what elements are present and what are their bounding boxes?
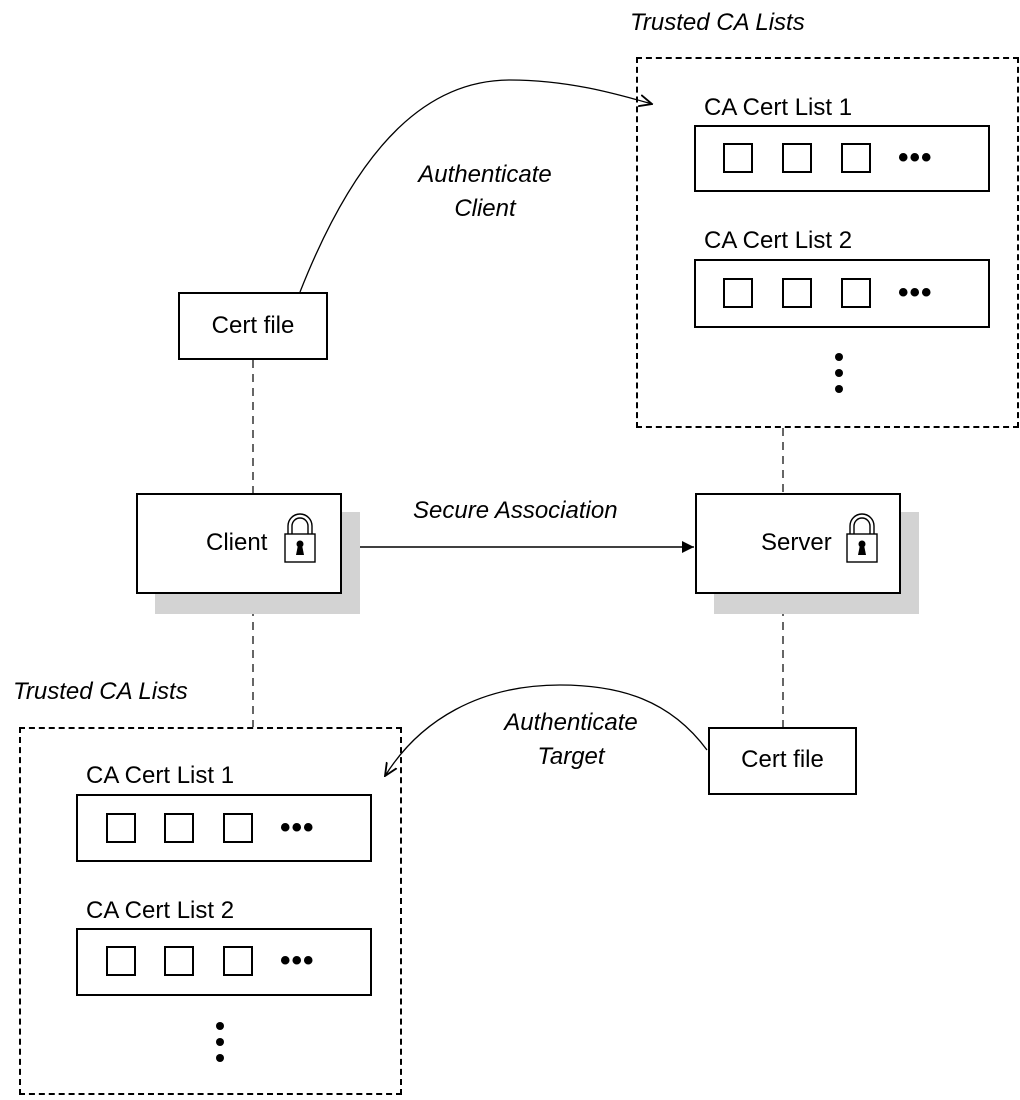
certificate-icon: [223, 946, 253, 976]
certificate-icon: [841, 278, 871, 308]
client-ca-cert-list-1-label: CA Cert List 1: [86, 762, 235, 789]
certificate-icon: [164, 946, 194, 976]
authenticate-target-arc: [385, 684, 708, 776]
vertical-ellipsis-icon: [835, 353, 843, 393]
certificate-icon: [723, 278, 753, 308]
authenticate-target-label: Authenticate Target: [486, 706, 656, 774]
client-trusted-ca-container: [19, 727, 402, 1095]
client-ca-cert-list-2-label: CA Cert List 2: [86, 897, 235, 924]
server-list-2-ellipsis: •••: [898, 276, 933, 309]
authenticate-client-line2: Client: [454, 195, 516, 222]
lock-icon: [846, 513, 878, 563]
authenticate-client-label: Authenticate Client: [400, 158, 570, 226]
certificate-icon: [841, 143, 871, 173]
lock-icon: [284, 513, 316, 563]
authenticate-target-line2: Target: [537, 743, 605, 770]
server-ca-cert-list-2-label: CA Cert List 2: [704, 227, 853, 254]
server-trusted-ca-container: [636, 57, 1019, 428]
authenticate-client-arc: [299, 79, 652, 293]
certificate-icon: [223, 813, 253, 843]
certificate-icon: [782, 278, 812, 308]
certificate-icon: [164, 813, 194, 843]
server-list-1-ellipsis: •••: [898, 141, 933, 174]
client-label: Client: [206, 529, 268, 556]
client-list-1-ellipsis: •••: [280, 811, 315, 844]
server-cert-file-box: [708, 727, 857, 795]
certificate-icon: [106, 813, 136, 843]
server-label: Server: [761, 529, 832, 556]
server-trusted-ca-title: Trusted CA Lists: [630, 9, 805, 36]
client-cert-file-box: [178, 292, 328, 360]
certificate-icon: [106, 946, 136, 976]
server-ca-cert-list-1: [694, 125, 990, 192]
server-cert-file-label: Cert file: [741, 746, 824, 773]
certificate-icon: [723, 143, 753, 173]
server-ca-cert-list-1-label: CA Cert List 1: [704, 94, 853, 121]
client-trusted-ca-title: Trusted CA Lists: [13, 678, 188, 705]
authenticate-target-line1: Authenticate: [504, 709, 638, 736]
authenticate-client-line1: Authenticate: [418, 161, 552, 188]
secure-association-label: Secure Association: [413, 497, 618, 524]
client-cert-file-label: Cert file: [211, 312, 295, 339]
client-list-2-ellipsis: •••: [280, 944, 315, 977]
certificate-icon: [782, 143, 812, 173]
vertical-ellipsis-icon: [216, 1022, 224, 1062]
